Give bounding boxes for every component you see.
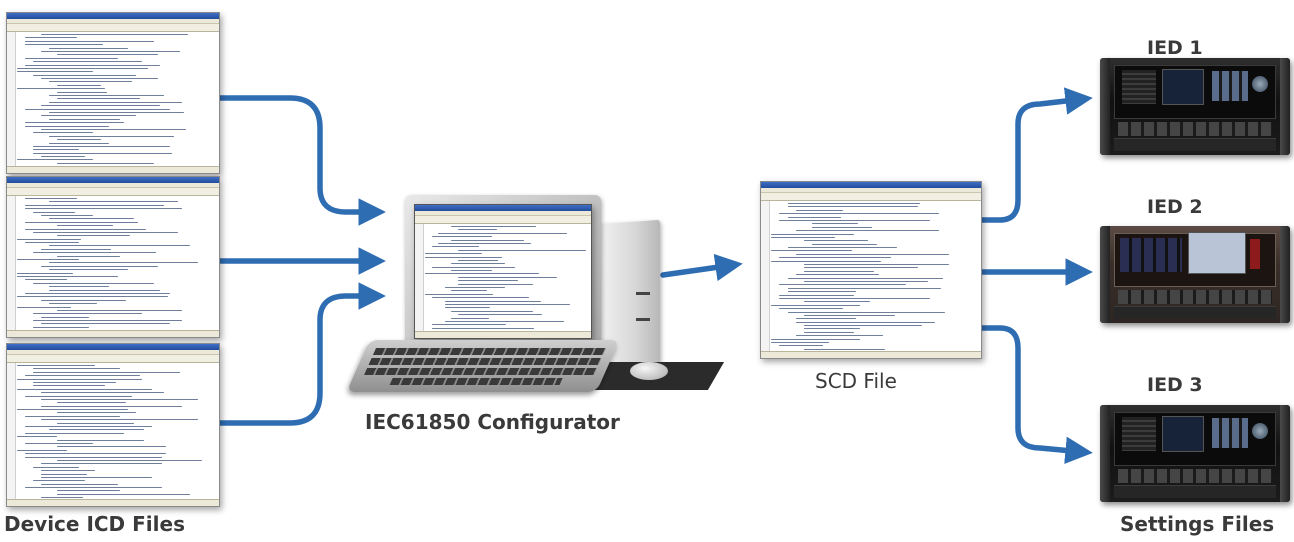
ied1-relay-icon bbox=[1100, 58, 1290, 155]
ied1-label: IED 1 bbox=[1147, 37, 1203, 59]
pc-mouse-icon bbox=[630, 362, 668, 380]
configurator-label: IEC61850 Configurator bbox=[365, 410, 620, 434]
arrow-icd3-to-configurator bbox=[216, 282, 386, 426]
scd-file-window bbox=[760, 181, 982, 359]
arrow-configurator-to-scd bbox=[660, 253, 743, 282]
ied3-label: IED 3 bbox=[1147, 374, 1203, 396]
arrow-icd1-to-configurator bbox=[216, 95, 386, 226]
device-icd-files-label: Device ICD Files bbox=[4, 512, 185, 536]
pc-keyboard bbox=[346, 340, 620, 392]
ied2-relay-icon bbox=[1100, 226, 1290, 323]
icd-file-window-3 bbox=[6, 343, 220, 507]
icd-file-window-1 bbox=[6, 12, 220, 174]
ied3-relay-icon bbox=[1100, 405, 1290, 502]
icd-file-window-2 bbox=[6, 176, 220, 338]
arrow-scd-to-ied3 bbox=[979, 325, 1093, 465]
pc-monitor-screen bbox=[414, 204, 592, 339]
arrow-scd-to-ied1 bbox=[979, 87, 1093, 223]
ied2-label: IED 2 bbox=[1147, 196, 1203, 218]
settings-files-label: Settings Files bbox=[1120, 512, 1275, 536]
scd-file-label: SCD File bbox=[815, 369, 897, 393]
